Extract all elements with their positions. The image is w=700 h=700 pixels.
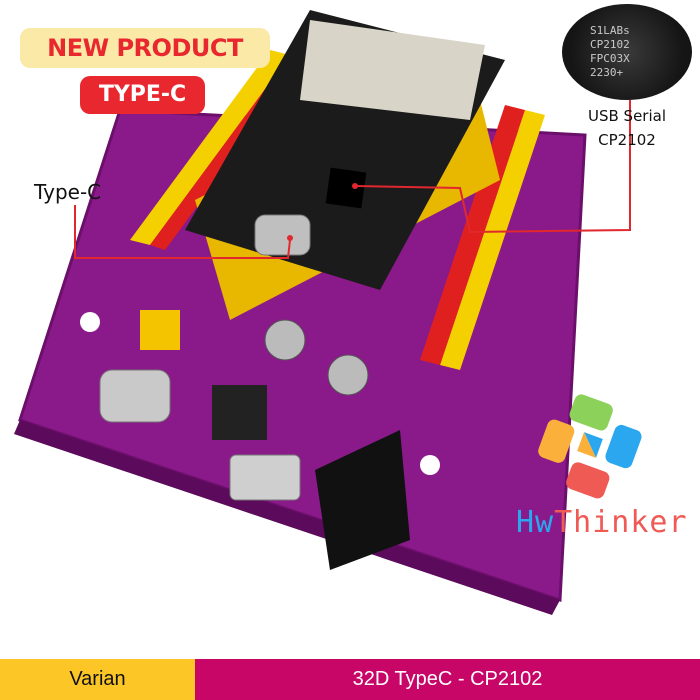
type-c-callout: Type-C (34, 180, 102, 204)
capacitor (327, 354, 369, 396)
micro-usb-port (229, 454, 301, 501)
regulator (212, 385, 267, 440)
usb-c-port-module (254, 214, 311, 256)
callout-line: CP2102 (598, 131, 656, 149)
chip-marking: S1LABs (590, 24, 630, 37)
type-c-badge: TYPE-C (80, 76, 205, 114)
pin-headers-right (420, 105, 545, 370)
variant-label: Varian (0, 659, 195, 700)
esp32-board-illustration (14, 10, 642, 615)
new-product-badge: NEW PRODUCT (20, 28, 270, 68)
hwthinker-logo-text: HwThinker (516, 505, 688, 540)
cp2102-chip (325, 167, 367, 209)
product-photo: NEW PRODUCT TYPE-C Type-C USB Serial CP2… (14, 4, 692, 615)
dc-jack (315, 430, 410, 570)
badge-text: TYPE-C (98, 82, 187, 107)
usb-c-port-board (99, 369, 171, 423)
logo-part: Hw (516, 505, 555, 540)
hwthinker-logo-mark (538, 394, 642, 499)
jumper (140, 310, 180, 350)
badge-text: NEW PRODUCT (47, 34, 243, 62)
callout-line: USB Serial (588, 107, 667, 125)
chip-marking: FPC03X (590, 52, 630, 65)
capacitor (264, 319, 306, 361)
usb-serial-callout: USB Serial CP2102 (588, 104, 666, 152)
wifi-shield (300, 20, 485, 120)
chip-closeup: S1LABs CP2102 FPC03X 2230+ (562, 4, 692, 100)
chip-marking: 2230+ (590, 66, 624, 79)
variant-bar: Varian 32D TypeC - CP2102 (0, 659, 700, 700)
logo-part: Thinker (554, 505, 688, 540)
variant-value: 32D TypeC - CP2102 (195, 659, 700, 700)
chip-marking: CP2102 (590, 38, 630, 51)
